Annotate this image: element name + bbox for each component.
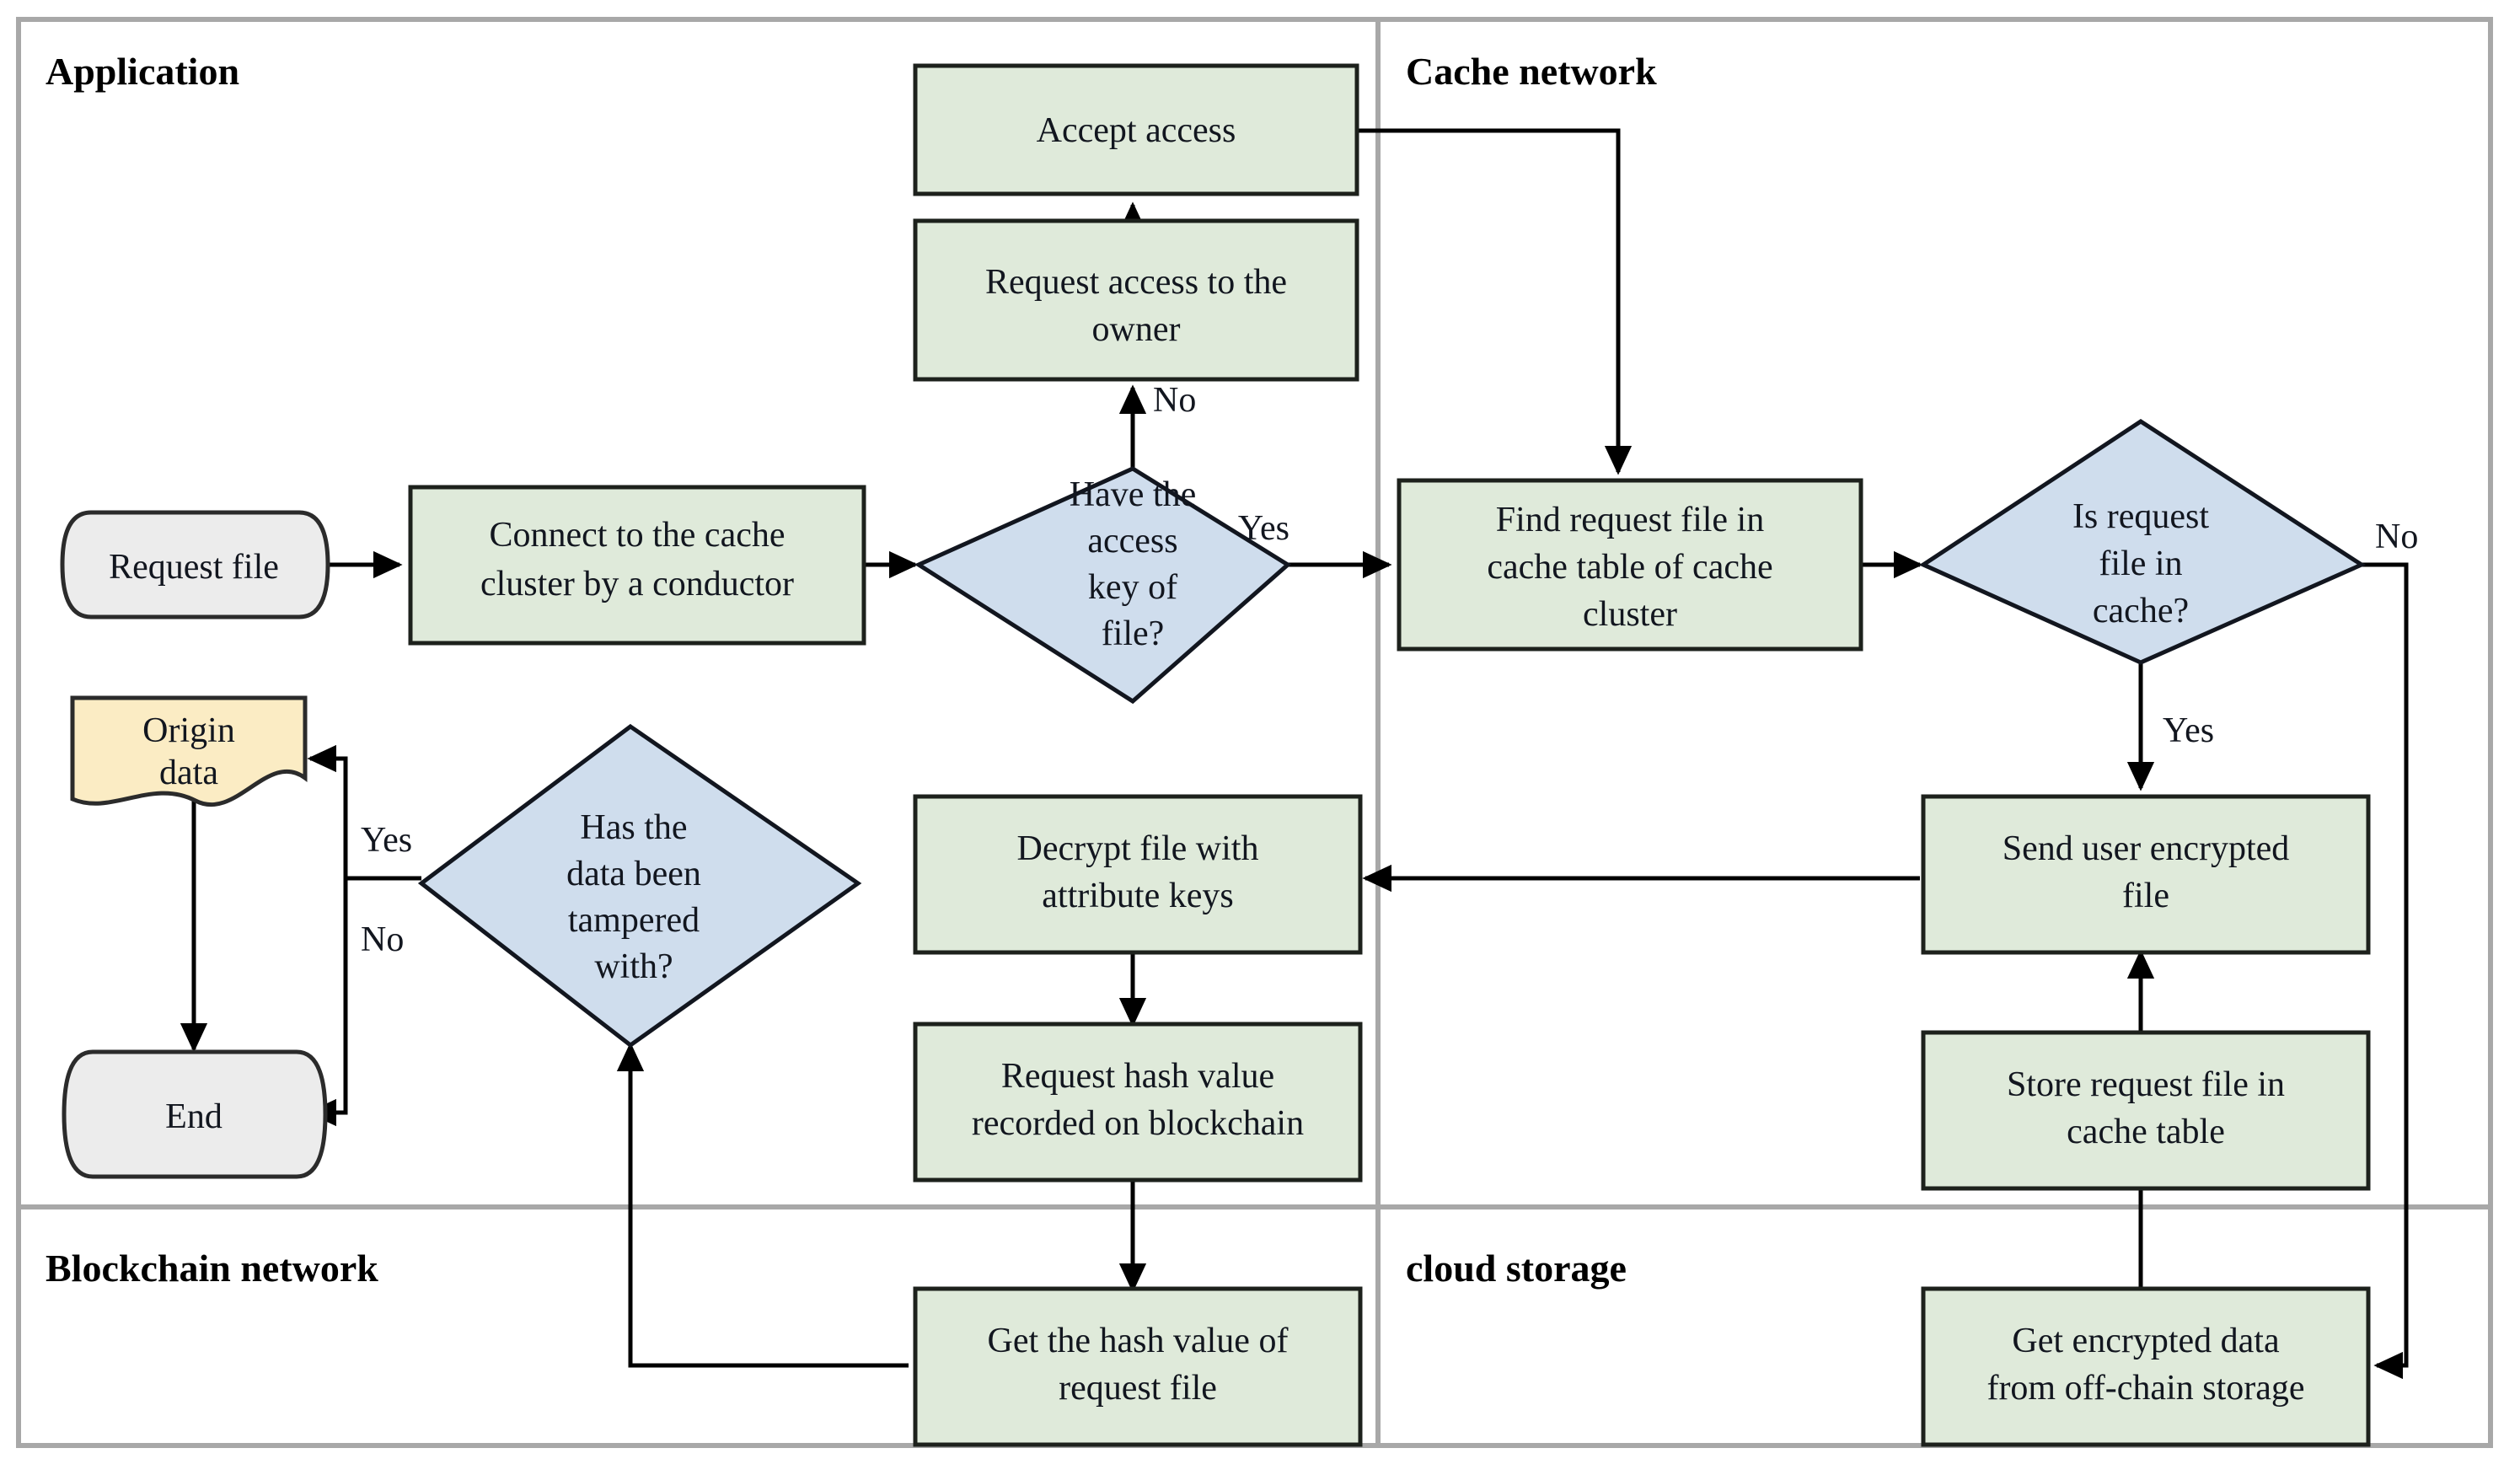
node-label-find-request-file-line2: cache table of cache <box>1487 548 1772 587</box>
node-label-have-access-key-line3: key of <box>1088 568 1177 607</box>
node-label-accept-access: Accept access <box>1037 111 1236 150</box>
node-get-hash-value[interactable]: Get the hash value of request file <box>913 1286 1363 1447</box>
node-label-connect-cache-line1: Connect to the cache <box>489 516 785 555</box>
node-label-request-hash-value-line1: Request hash value <box>1001 1057 1274 1096</box>
node-get-encrypted-data[interactable]: Get encrypted data from off-chain storag… <box>1921 1286 2371 1447</box>
node-store-request-file[interactable]: Store request file in cache table <box>1921 1030 2371 1191</box>
node-end[interactable]: End <box>62 1049 328 1179</box>
node-label-request-hash-value-line2: recorded on blockchain <box>972 1104 1304 1143</box>
node-label-origin-data-line2: data <box>159 754 218 792</box>
node-decrypt-file[interactable]: Decrypt file with attribute keys <box>913 794 1363 955</box>
edge-gethash-to-tampered <box>616 1042 909 1368</box>
lane-title-cloud-storage: cloud storage <box>1406 1247 1627 1290</box>
node-origin-data[interactable]: Origin data <box>70 695 308 807</box>
edge-tampered-yes <box>307 744 421 881</box>
node-label-has-been-tampered-line3: tampered <box>568 901 700 940</box>
connectors <box>180 128 2409 1380</box>
node-label-have-access-key-line1: Have the <box>1070 475 1196 514</box>
node-label-get-encrypted-data-line1: Get encrypted data <box>2012 1322 2280 1360</box>
edge-label-iscache-yes: Yes <box>2163 711 2214 750</box>
node-label-is-request-in-cache-line3: cache? <box>2093 592 2189 630</box>
node-label-request-file: Request file <box>109 548 279 587</box>
node-label-have-access-key-line4: file? <box>1102 614 1165 653</box>
node-have-access-key[interactable]: Have the access key of file? <box>914 466 1292 705</box>
edge-label-tampered-yes: Yes <box>361 821 412 860</box>
node-label-store-request-file-line2: cache table <box>2067 1113 2225 1151</box>
node-label-find-request-file-line3: cluster <box>1583 595 1677 634</box>
node-label-get-encrypted-data-line2: from off-chain storage <box>1987 1369 2304 1408</box>
node-has-been-tampered[interactable]: Has the data been tampered with? <box>417 723 862 1049</box>
lane-title-application: Application <box>46 50 239 93</box>
node-label-request-access-owner-line2: owner <box>1092 310 1181 349</box>
node-request-file[interactable]: Request file <box>60 510 330 620</box>
node-label-send-user-encrypted-line2: file <box>2122 877 2169 915</box>
node-label-origin-data-line1: Origin <box>142 711 235 750</box>
lane-title-blockchain-network: Blockchain network <box>46 1247 378 1290</box>
edge-label-tampered-no: No <box>361 920 404 959</box>
node-connect-cache[interactable]: Connect to the cache cluster by a conduc… <box>408 485 866 646</box>
node-label-get-hash-value-line2: request file <box>1059 1369 1217 1408</box>
lane-title-cache-network: Cache network <box>1406 50 1657 93</box>
node-send-user-encrypted[interactable]: Send user encrypted file <box>1921 794 2371 955</box>
edge-label-decision-no: No <box>1153 381 1196 420</box>
node-label-send-user-encrypted-line1: Send user encrypted <box>2003 829 2290 868</box>
node-label-decrypt-file-line1: Decrypt file with <box>1017 829 1259 868</box>
node-label-has-been-tampered-line1: Has the <box>580 808 687 847</box>
edge-label-iscache-no: No <box>2375 518 2418 556</box>
node-label-end: End <box>165 1097 223 1136</box>
edge-accept-to-find <box>1357 128 1633 475</box>
node-find-request-file[interactable]: Find request file in cache table of cach… <box>1397 478 1863 652</box>
node-label-is-request-in-cache-line1: Is request <box>2072 497 2209 536</box>
node-label-decrypt-file-line2: attribute keys <box>1042 877 1233 915</box>
edge-iscache-no <box>2362 562 2409 1380</box>
node-accept-access[interactable]: Accept access <box>913 63 1359 196</box>
node-label-find-request-file-line1: Find request file in <box>1496 501 1764 539</box>
node-label-connect-cache-line2: cluster by a conductor <box>480 565 794 603</box>
node-label-has-been-tampered-line2: data been <box>566 855 701 893</box>
node-label-request-access-owner-line1: Request access to the <box>985 263 1287 302</box>
node-label-store-request-file-line1: Store request file in <box>2007 1065 2285 1104</box>
node-label-is-request-in-cache-line2: file in <box>2099 544 2182 583</box>
edge-tampered-no <box>307 876 421 1127</box>
node-request-hash-value[interactable]: Request hash value recorded on blockchai… <box>913 1022 1363 1183</box>
node-label-get-hash-value-line1: Get the hash value of <box>988 1322 1289 1360</box>
node-label-has-been-tampered-line4: with? <box>594 947 673 986</box>
node-label-have-access-key-line2: access <box>1087 522 1177 560</box>
node-request-access-owner[interactable]: Request access to the owner <box>913 218 1359 382</box>
node-is-request-in-cache[interactable]: Is request file in cache? <box>1918 419 2367 665</box>
